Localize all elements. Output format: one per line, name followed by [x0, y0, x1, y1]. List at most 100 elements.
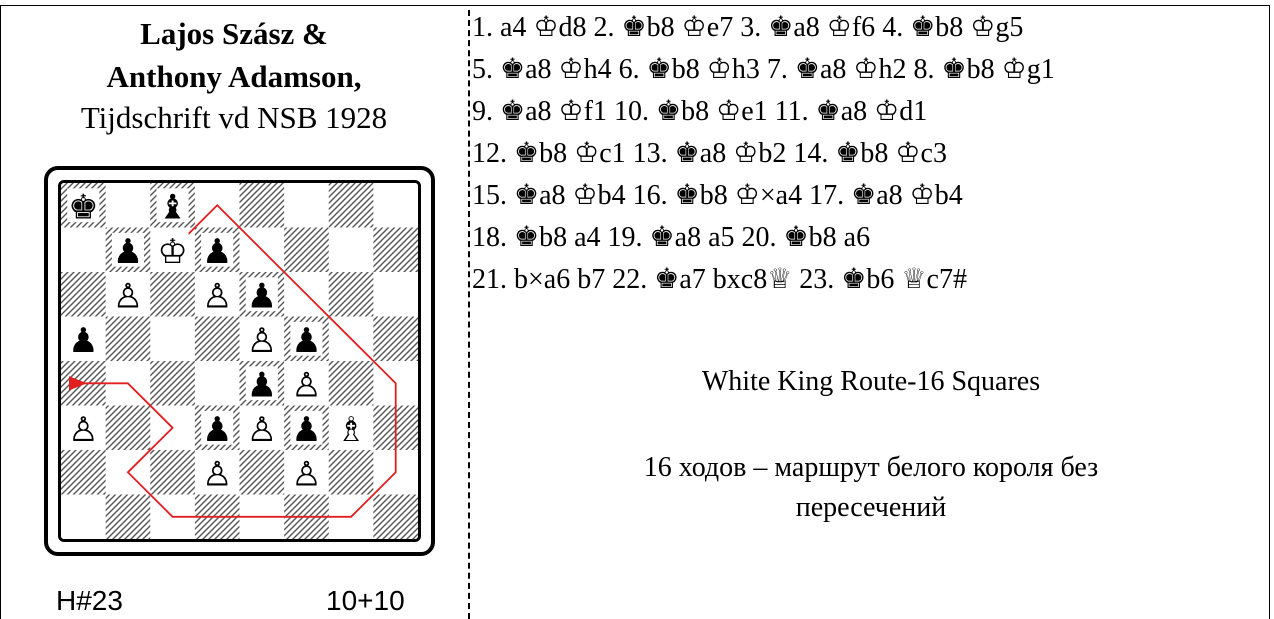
move-number: 16. [633, 180, 675, 211]
black-king-icon: ♚ [650, 220, 675, 253]
square-d5 [195, 317, 240, 362]
move-number: 10. [614, 96, 656, 127]
square-c5 [150, 317, 195, 362]
white-king-icon: ♔ [682, 10, 707, 43]
solution-line: 12. ♚b8 ♔c1 13. ♚a8 ♔b2 14. ♚b8 ♔c3 [472, 134, 1262, 173]
move-number: 13. [633, 138, 675, 169]
board-svg: ♚♝♟♔♟♙♙♟♟♙♟♟♙♙♟♙♟♗♙♙ [61, 183, 418, 539]
black-king-icon: ♚ [851, 178, 876, 211]
white-pawn-d2: ♙ [202, 455, 232, 495]
move-4: 4. ♚b8 ♔g5 [882, 12, 1023, 43]
black-move: a8 [876, 180, 909, 211]
column-divider [468, 10, 470, 619]
move-number: 23. [799, 264, 841, 295]
move-number: 11. [775, 96, 816, 127]
move-number: 3. [740, 12, 768, 43]
black-pawn-f5: ♟ [291, 321, 321, 361]
solution-line: 18. ♚b8 a4 19. ♚a8 a5 20. ♚b8 a6 [472, 218, 1262, 257]
black-king-icon: ♚ [835, 136, 860, 169]
white-king-icon: ♔ [716, 94, 741, 127]
white-king-icon: ♔ [735, 178, 760, 211]
black-pawn-e6: ♟ [247, 277, 277, 317]
white-move: c1 [599, 138, 632, 169]
black-move: b8 [809, 222, 844, 253]
square-b5 [106, 317, 151, 362]
square-g4 [329, 361, 374, 406]
square-d4 [195, 361, 240, 406]
black-move: a7 [679, 264, 712, 295]
black-move: a8 [539, 180, 572, 211]
move-16: 16. ♚b8 ♔×a4 [633, 180, 809, 211]
black-pawn-d3: ♟ [202, 410, 232, 450]
white-move: b4 [598, 180, 633, 211]
black-king-icon: ♚ [514, 136, 539, 169]
chess-diagram: ♚♝♟♔♟♙♙♟♟♙♟♟♙♙♟♙♟♗♙♙ [44, 166, 435, 556]
black-king-icon: ♚ [500, 94, 525, 127]
white-move: d8 [559, 12, 594, 43]
black-move: b8 [967, 54, 1002, 85]
move-9: 9. ♚a8 ♔f1 [472, 96, 614, 127]
white-move: b4 [935, 180, 963, 211]
caption-russian-line-1: 16 ходов – маршрут белого короля без [472, 450, 1270, 486]
black-move: a4 [500, 12, 533, 43]
white-king-icon: ♔ [910, 178, 935, 211]
square-a2 [61, 450, 106, 495]
white-king-icon: ♔ [573, 178, 598, 211]
black-move: a8 [700, 138, 733, 169]
black-move: a8 [525, 54, 558, 85]
square-h8 [373, 183, 418, 228]
white-king-icon: ♔ [533, 10, 558, 43]
move-number: 22. [612, 264, 654, 295]
square-h1 [373, 495, 418, 540]
white-move: a6 [844, 222, 870, 253]
black-move: b8 [860, 138, 895, 169]
black-king-icon: ♚ [656, 94, 681, 127]
black-pawn-e4: ♟ [247, 366, 277, 406]
black-king-icon: ♚ [795, 52, 820, 85]
black-move: b8 [647, 12, 682, 43]
authors-line-1: Lajos Szász & [0, 14, 468, 54]
move-number: 2. [594, 12, 622, 43]
authors-line-2: Anthony Adamson, [0, 57, 468, 97]
square-b3 [106, 406, 151, 451]
square-c6 [150, 272, 195, 317]
black-move: a8 [525, 96, 558, 127]
white-king-icon: ♔ [1002, 52, 1027, 85]
black-king-icon: ♚ [942, 52, 967, 85]
square-a1 [61, 495, 106, 540]
move-21: 21. b×a6 b7 [472, 264, 612, 295]
square-c4 [150, 361, 195, 406]
move-number: 6. [619, 54, 647, 85]
square-a6 [61, 272, 106, 317]
move-3: 3. ♚a8 ♔f6 [740, 12, 882, 43]
black-king-icon: ♚ [622, 10, 647, 43]
white-king-icon: ♔ [574, 136, 599, 169]
move-6: 6. ♚b8 ♔h3 [619, 54, 767, 85]
black-bishop-c8: ♝ [157, 188, 187, 228]
black-pawn-f3: ♟ [291, 410, 321, 450]
black-move: b8 [700, 180, 735, 211]
move-number: 4. [882, 12, 910, 43]
white-pawn-a3: ♙ [68, 410, 98, 450]
caption-english: White King Route-16 Squares [472, 364, 1270, 400]
black-pawn-d7: ♟ [202, 232, 232, 272]
move-15: 15. ♚a8 ♔b4 [472, 180, 633, 211]
solution-panel: 1. a4 ♔d8 2. ♚b8 ♔e7 3. ♚a8 ♔f6 4. ♚b8 ♔… [472, 0, 1270, 619]
solution-line: 1. a4 ♔d8 2. ♚b8 ♔e7 3. ♚a8 ♔f6 4. ♚b8 ♔… [472, 8, 1262, 47]
move-12: 12. ♚b8 ♔c1 [472, 138, 633, 169]
black-move: a8 [820, 54, 853, 85]
square-h5 [373, 317, 418, 362]
black-pawn-b7: ♟ [113, 232, 143, 272]
black-pawn-a5: ♟ [68, 321, 98, 361]
move-number: 7. [767, 54, 795, 85]
square-f7 [284, 228, 329, 273]
move-number: 20. [742, 222, 784, 253]
chess-board: ♚♝♟♔♟♙♙♟♟♙♟♟♙♙♟♙♟♗♙♙ [58, 180, 421, 542]
white-move: e7 [707, 12, 740, 43]
move-1: 1. a4 ♔d8 [472, 12, 594, 43]
black-move: a8 [793, 12, 826, 43]
white-bishop-g3: ♗ [336, 410, 366, 450]
square-h7 [373, 228, 418, 273]
black-king-icon: ♚ [675, 178, 700, 211]
white-move: b7 [577, 264, 612, 295]
